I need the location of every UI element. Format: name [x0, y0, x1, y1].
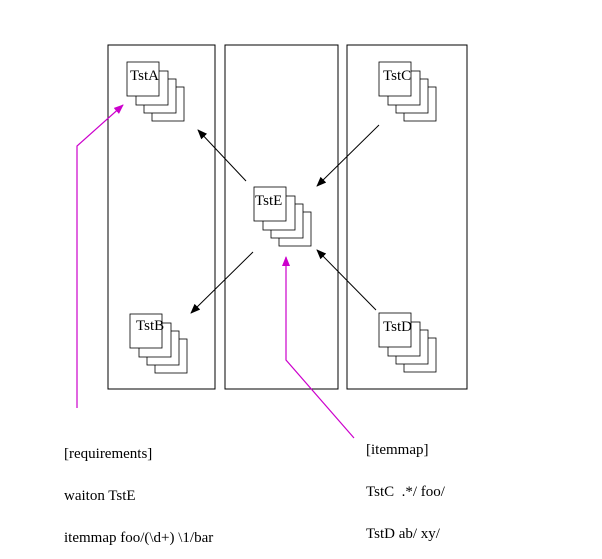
requirements-note: [requirements] waiton TstE itemmap foo/(… — [64, 419, 213, 559]
requirements-note-line: itemmap foo/(\d+) \1/bar — [64, 530, 214, 546]
stack-label-tstd: TstD — [383, 319, 412, 335]
diagram-canvas: TstA TstB TstC TstD TstE — [76, 44, 468, 439]
itemmap-note-line: TstD ab/ xy/ — [366, 526, 440, 542]
column-middle — [224, 44, 339, 390]
arrow-tste-to-tsta — [197, 129, 247, 182]
column-right — [346, 44, 468, 390]
stack-label-tstb: TstB — [136, 318, 164, 334]
itemmap-note-line: TstC .*/ foo/ — [366, 484, 445, 500]
requirements-note-line: [requirements] — [64, 446, 153, 462]
arrow-tste-to-tstb — [190, 251, 254, 314]
column-left — [107, 44, 216, 390]
stack-tstd: TstD — [378, 312, 437, 373]
arrow-tstd-to-tste — [316, 249, 377, 311]
stack-tste: TstE — [253, 186, 312, 247]
requirements-note-line: waiton TstE — [64, 488, 136, 504]
arrow-tstc-to-tste — [316, 124, 380, 187]
itemmap-note: [itemmap] TstC .*/ foo/ TstD ab/ xy/ — [366, 415, 445, 555]
stack-label-tsta: TstA — [130, 68, 159, 84]
callout-itemmap — [282, 256, 355, 439]
stack-tstb: TstB — [129, 313, 188, 374]
stack-tstc: TstC — [378, 61, 437, 122]
stack-tsta: TstA — [126, 61, 185, 122]
stack-label-tstc: TstC — [383, 68, 411, 84]
itemmap-note-line: [itemmap] — [366, 442, 429, 458]
callout-requirements — [76, 104, 124, 408]
stack-label-tste: TstE — [255, 193, 282, 209]
